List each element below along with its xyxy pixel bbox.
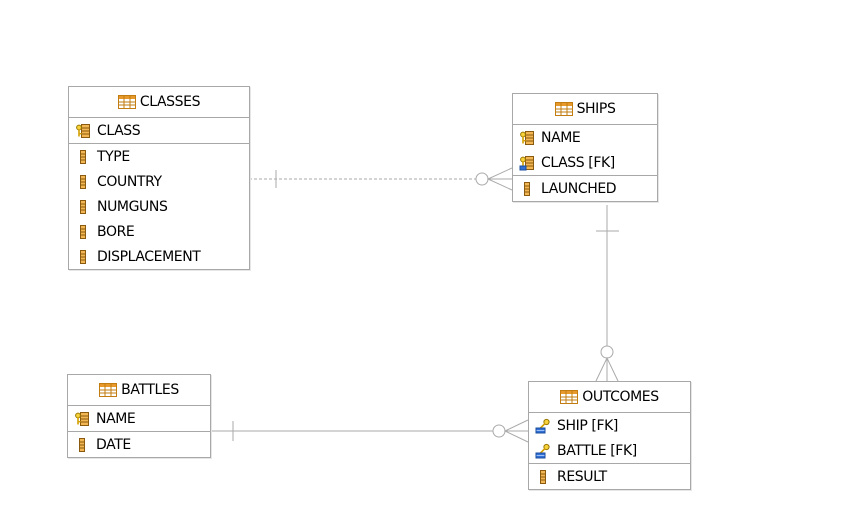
column-row[interactable]: TYPE — [69, 144, 249, 169]
column-section: DATE — [68, 432, 210, 457]
column-name: CLASS — [97, 122, 141, 139]
primary-key-icon — [74, 411, 90, 427]
entity-ships[interactable]: SHIPS NAME CLASS [FK] LAUNCHED — [512, 93, 658, 202]
column-row[interactable]: BORE — [69, 219, 249, 244]
column-icon — [519, 181, 535, 197]
relationship-battles-outcomes[interactable] — [210, 419, 529, 443]
entity-header: OUTCOMES — [529, 382, 690, 413]
column-row[interactable]: RESULT — [529, 464, 690, 489]
column-row[interactable]: COUNTRY — [69, 169, 249, 194]
primary-foreign-key-icon — [519, 155, 535, 171]
column-name: SHIP [FK] — [557, 417, 618, 434]
column-row[interactable]: LAUNCHED — [513, 176, 657, 201]
entity-name: BATTLES — [121, 382, 179, 398]
column-row[interactable]: NUMGUNS — [69, 194, 249, 219]
primary-key-row[interactable]: SHIP [FK] — [529, 413, 690, 438]
column-name: LAUNCHED — [541, 180, 617, 197]
entity-outcomes[interactable]: OUTCOMES SHIP [FK] BATTLE [FK] RESULT — [528, 381, 691, 490]
column-name: TYPE — [97, 148, 130, 165]
entity-header: BATTLES — [68, 375, 210, 406]
table-icon — [99, 383, 118, 397]
column-section: RESULT — [529, 464, 690, 489]
column-icon — [75, 149, 91, 165]
entity-header: CLASSES — [69, 87, 249, 118]
primary-key-row[interactable]: CLASS — [69, 118, 249, 143]
column-name: BATTLE [FK] — [557, 442, 637, 459]
crows-foot — [595, 356, 619, 382]
column-icon — [75, 249, 91, 265]
column-name: CLASS [FK] — [541, 154, 615, 171]
column-icon — [75, 199, 91, 215]
column-name: RESULT — [557, 468, 607, 485]
primary-key-row[interactable]: NAME — [513, 125, 657, 150]
primary-key-section: NAME — [68, 406, 210, 432]
foreign-key-icon — [535, 443, 551, 459]
column-icon — [74, 437, 90, 453]
column-row[interactable]: DISPLACEMENT — [69, 244, 249, 269]
crows-foot — [503, 419, 529, 443]
column-name: BORE — [97, 223, 135, 240]
column-icon — [75, 174, 91, 190]
primary-key-section: NAME CLASS [FK] — [513, 125, 657, 176]
column-name: NAME — [96, 410, 136, 427]
column-section: TYPE COUNTRY NUMGUNS BORE DISPLACEMENT — [69, 144, 249, 269]
foreign-key-icon — [535, 418, 551, 434]
column-name: DISPLACEMENT — [97, 248, 201, 265]
optional-circle — [475, 172, 489, 186]
entity-name: SHIPS — [576, 101, 616, 117]
entity-name: CLASSES — [139, 94, 201, 110]
column-name: DATE — [96, 436, 131, 453]
crows-foot — [486, 167, 513, 191]
entity-header: SHIPS — [513, 94, 657, 125]
primary-key-section: SHIP [FK] BATTLE [FK] — [529, 413, 690, 464]
entity-classes[interactable]: CLASSES CLASS TYPE COUNTRY NUMGUNS BORE DISP… — [68, 86, 250, 270]
column-row[interactable]: DATE — [68, 432, 210, 457]
optional-circle — [492, 424, 506, 438]
optional-circle — [600, 345, 614, 359]
primary-key-icon — [519, 130, 535, 146]
column-name: NUMGUNS — [97, 198, 168, 215]
entity-name: OUTCOMES — [582, 389, 659, 405]
primary-key-section: CLASS — [69, 118, 249, 144]
primary-key-row[interactable]: CLASS [FK] — [513, 150, 657, 175]
table-icon — [554, 102, 573, 116]
column-icon — [535, 469, 551, 485]
table-icon — [560, 390, 579, 404]
primary-key-row[interactable]: BATTLE [FK] — [529, 438, 690, 463]
relationship-ships-outcomes[interactable] — [595, 205, 619, 382]
column-section: LAUNCHED — [513, 176, 657, 201]
entity-battles[interactable]: BATTLES NAME DATE — [67, 374, 211, 458]
table-icon — [117, 95, 136, 109]
relationship-classes-ships[interactable] — [249, 167, 513, 191]
column-name: COUNTRY — [97, 173, 162, 190]
primary-key-icon — [75, 123, 91, 139]
column-icon — [75, 224, 91, 240]
primary-key-row[interactable]: NAME — [68, 406, 210, 431]
column-name: NAME — [541, 129, 581, 146]
